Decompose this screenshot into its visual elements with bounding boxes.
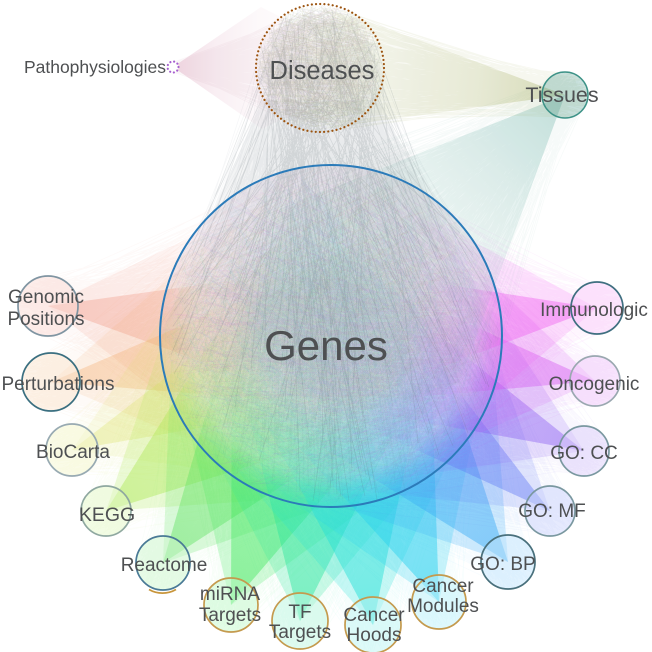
svg-text:Oncogenic: Oncogenic <box>549 374 640 395</box>
svg-text:Diseases: Diseases <box>270 57 375 85</box>
svg-text:TF: TF <box>288 602 311 623</box>
svg-text:Perturbations: Perturbations <box>1 374 114 395</box>
svg-text:miRNA: miRNA <box>200 584 260 605</box>
svg-text:KEGG: KEGG <box>79 504 135 526</box>
svg-text:Cancer: Cancer <box>412 576 474 597</box>
svg-text:Positions: Positions <box>7 309 84 330</box>
svg-text:Reactome: Reactome <box>121 555 208 576</box>
svg-text:Modules: Modules <box>407 596 479 617</box>
svg-text:Genes: Genes <box>264 322 388 369</box>
svg-text:GO: CC: GO: CC <box>550 443 618 464</box>
svg-text:Cancer: Cancer <box>343 605 405 626</box>
svg-text:Immunologic: Immunologic <box>540 300 648 321</box>
svg-text:BioCarta: BioCarta <box>36 442 110 463</box>
svg-text:Pathophysiologies: Pathophysiologies <box>24 57 166 77</box>
svg-text:Hoods: Hoods <box>347 625 402 646</box>
svg-text:Genomic: Genomic <box>8 287 84 308</box>
svg-text:Targets: Targets <box>269 622 331 643</box>
svg-text:GO: BP: GO: BP <box>470 554 535 575</box>
svg-text:Tissues: Tissues <box>525 83 598 107</box>
svg-text:Targets: Targets <box>199 605 261 626</box>
svg-text:GO: MF: GO: MF <box>518 501 586 522</box>
